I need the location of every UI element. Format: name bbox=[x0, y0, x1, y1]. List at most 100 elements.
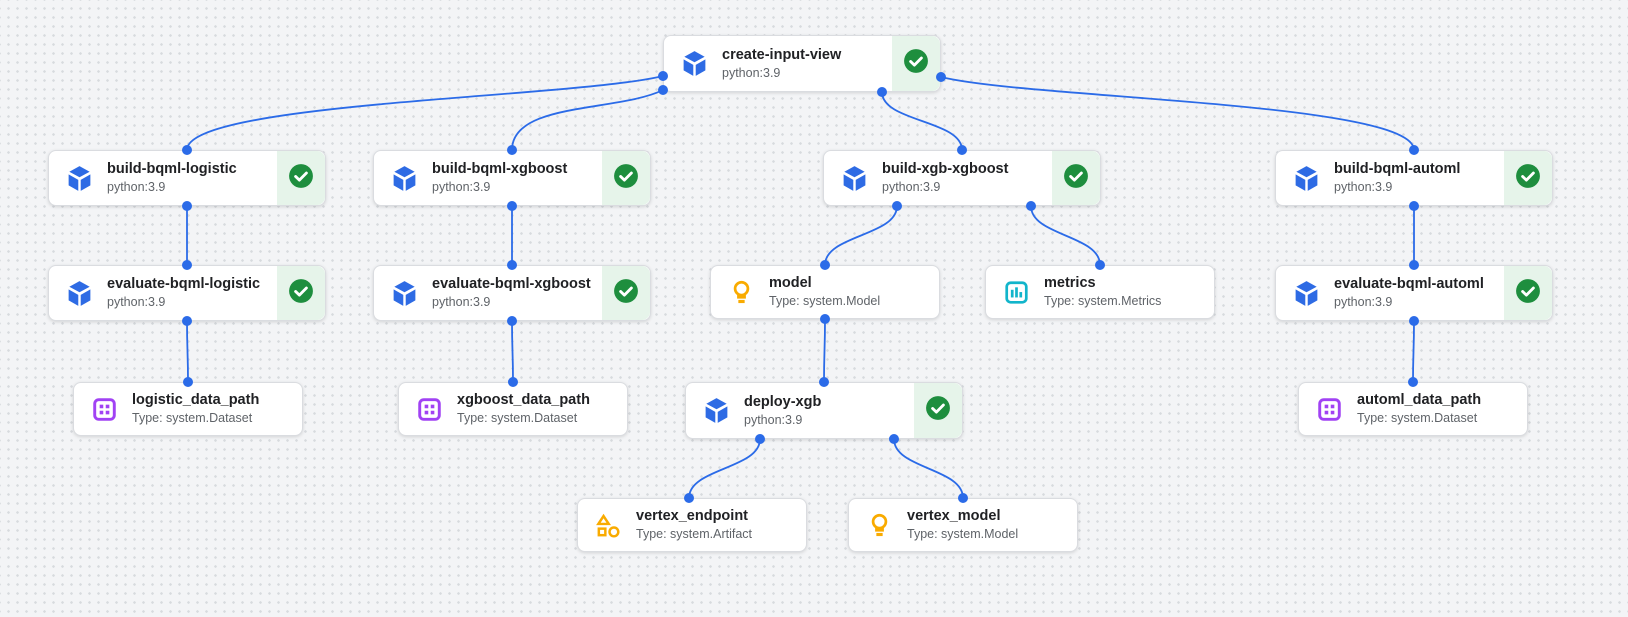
edge-build-xgb-xgboost-to-model bbox=[824, 205, 898, 266]
node-subtitle: Type: system.Metrics bbox=[1044, 294, 1162, 308]
status-panel bbox=[602, 266, 650, 320]
edge-create-input-view-to-build-bqml-logistic bbox=[186, 75, 664, 151]
node-title: build-bqml-xgboost bbox=[432, 161, 568, 177]
node-subtitle: python:3.9 bbox=[722, 65, 781, 80]
node-title: evaluate-bqml-logistic bbox=[107, 276, 261, 292]
cube-icon bbox=[1291, 279, 1321, 308]
node-title: build-bqml-automl bbox=[1334, 161, 1461, 177]
node-text: evaluate-bqml-logistic python:3.9 bbox=[107, 275, 314, 311]
cube-icon bbox=[679, 49, 709, 78]
status-success-icon bbox=[613, 278, 639, 309]
node-text: create-input-view python:3.9 bbox=[722, 46, 895, 82]
node-subtitle: python:3.9 bbox=[744, 412, 803, 427]
cube-icon bbox=[389, 164, 419, 193]
edge-create-input-view-to-build-bqml-xgboost bbox=[511, 89, 664, 151]
dataset-icon bbox=[89, 396, 119, 423]
edge-create-input-view-to-build-xgb-xgboost bbox=[881, 91, 963, 151]
node-title: deploy-xgb bbox=[744, 393, 822, 410]
status-success-icon bbox=[288, 278, 314, 309]
node-title: vertex_endpoint bbox=[636, 508, 748, 524]
metrics-icon bbox=[1001, 279, 1031, 306]
cube-icon bbox=[1291, 164, 1321, 193]
node-text: evaluate-bqml-automl python:3.9 bbox=[1334, 275, 1538, 311]
node-subtitle: python:3.9 bbox=[1334, 180, 1393, 194]
node-subtitle: Type: system.Dataset bbox=[457, 411, 578, 425]
node-subtitle: python:3.9 bbox=[107, 295, 166, 309]
node-title: evaluate-bqml-automl bbox=[1334, 276, 1484, 292]
node-subtitle: Type: system.Model bbox=[769, 294, 881, 308]
node-title: logistic_data_path bbox=[132, 392, 260, 408]
status-panel bbox=[892, 36, 940, 91]
node-build-bqml-logistic[interactable]: build-bqml-logistic python:3.9 bbox=[48, 150, 326, 206]
status-success-icon bbox=[1515, 278, 1541, 309]
status-success-icon bbox=[903, 48, 929, 79]
edge-deploy-xgb-to-vertex_endpoint bbox=[688, 438, 761, 499]
dataset-icon bbox=[414, 396, 444, 423]
node-subtitle: Type: system.Dataset bbox=[1357, 411, 1478, 425]
node-subtitle: Type: system.Artifact bbox=[636, 527, 753, 541]
status-panel bbox=[602, 151, 650, 205]
node-build-xgb-xgboost[interactable]: build-xgb-xgboost python:3.9 bbox=[823, 150, 1101, 206]
status-panel bbox=[1504, 266, 1552, 320]
node-title: model bbox=[769, 275, 812, 291]
node-title: build-xgb-xgboost bbox=[882, 161, 1009, 177]
model-icon bbox=[726, 279, 756, 306]
node-subtitle: Type: system.Dataset bbox=[132, 411, 253, 425]
status-panel bbox=[277, 266, 325, 320]
edge-evaluate-bqml-logistic-to-logistic_data_path bbox=[186, 320, 189, 383]
node-title: xgboost_data_path bbox=[457, 392, 590, 408]
status-panel bbox=[277, 151, 325, 205]
node-text: build-xgb-xgboost python:3.9 bbox=[882, 160, 1062, 196]
status-success-icon bbox=[613, 163, 639, 194]
node-title: create-input-view bbox=[722, 46, 842, 63]
node-text: build-bqml-logistic python:3.9 bbox=[107, 160, 291, 196]
status-success-icon bbox=[1515, 163, 1541, 194]
node-subtitle: python:3.9 bbox=[1334, 295, 1393, 309]
node-subtitle: python:3.9 bbox=[882, 180, 941, 194]
dataset-icon bbox=[1314, 396, 1344, 423]
status-panel bbox=[1504, 151, 1552, 205]
node-deploy-xgb[interactable]: deploy-xgb python:3.9 bbox=[685, 382, 963, 439]
edge-deploy-xgb-to-vertex_model bbox=[893, 438, 964, 499]
status-panel bbox=[914, 383, 962, 438]
node-subtitle: Type: system.Model bbox=[907, 527, 1019, 541]
node-evaluate-bqml-logistic[interactable]: evaluate-bqml-logistic python:3.9 bbox=[48, 265, 326, 321]
cube-icon bbox=[839, 164, 869, 193]
node-text: build-bqml-automl python:3.9 bbox=[1334, 160, 1514, 196]
node-create-input-view[interactable]: create-input-view python:3.9 bbox=[663, 35, 941, 92]
model-icon bbox=[864, 512, 894, 539]
status-panel bbox=[1052, 151, 1100, 205]
edge-model-to-deploy-xgb bbox=[823, 318, 826, 383]
node-build-bqml-automl[interactable]: build-bqml-automl python:3.9 bbox=[1275, 150, 1553, 206]
node-subtitle: python:3.9 bbox=[432, 295, 491, 309]
node-title: build-bqml-logistic bbox=[107, 161, 237, 177]
artifact-icon bbox=[593, 512, 623, 539]
cube-icon bbox=[389, 279, 419, 308]
node-title: metrics bbox=[1044, 275, 1096, 291]
edge-create-input-view-to-build-bqml-automl bbox=[940, 76, 1415, 151]
cube-icon bbox=[64, 164, 94, 193]
edge-build-xgb-xgboost-to-metrics bbox=[1030, 205, 1101, 266]
node-subtitle: python:3.9 bbox=[107, 180, 166, 194]
node-text: deploy-xgb python:3.9 bbox=[744, 393, 875, 429]
edge-evaluate-bqml-xgboost-to-xgboost_data_path bbox=[511, 320, 514, 383]
node-evaluate-bqml-automl[interactable]: evaluate-bqml-automl python:3.9 bbox=[1275, 265, 1553, 321]
